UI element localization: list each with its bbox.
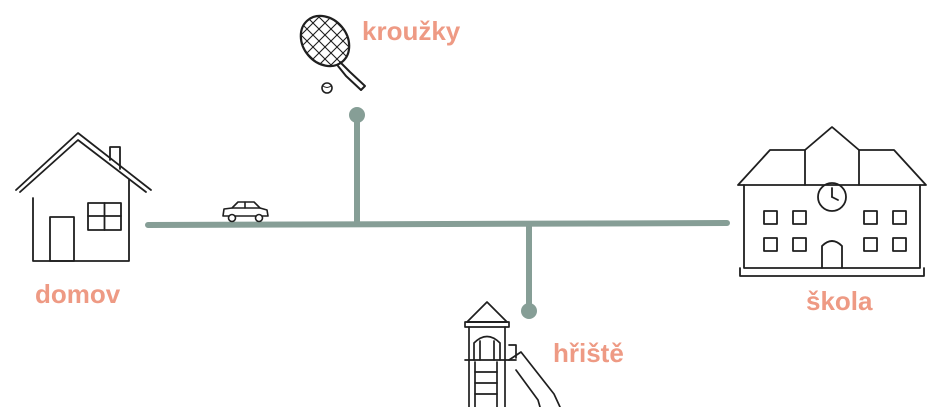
node-clubs xyxy=(349,107,365,123)
school-building-icon xyxy=(737,126,927,277)
label-playground: hřiště xyxy=(553,338,624,368)
label-school: škola xyxy=(806,286,873,316)
main-road xyxy=(145,220,730,228)
car-icon xyxy=(222,201,269,223)
label-clubs: kroužky xyxy=(362,16,461,46)
label-home: domov xyxy=(35,279,121,309)
node-playground xyxy=(521,303,537,319)
house-icon xyxy=(15,132,152,262)
playground-slide-icon xyxy=(464,301,561,407)
